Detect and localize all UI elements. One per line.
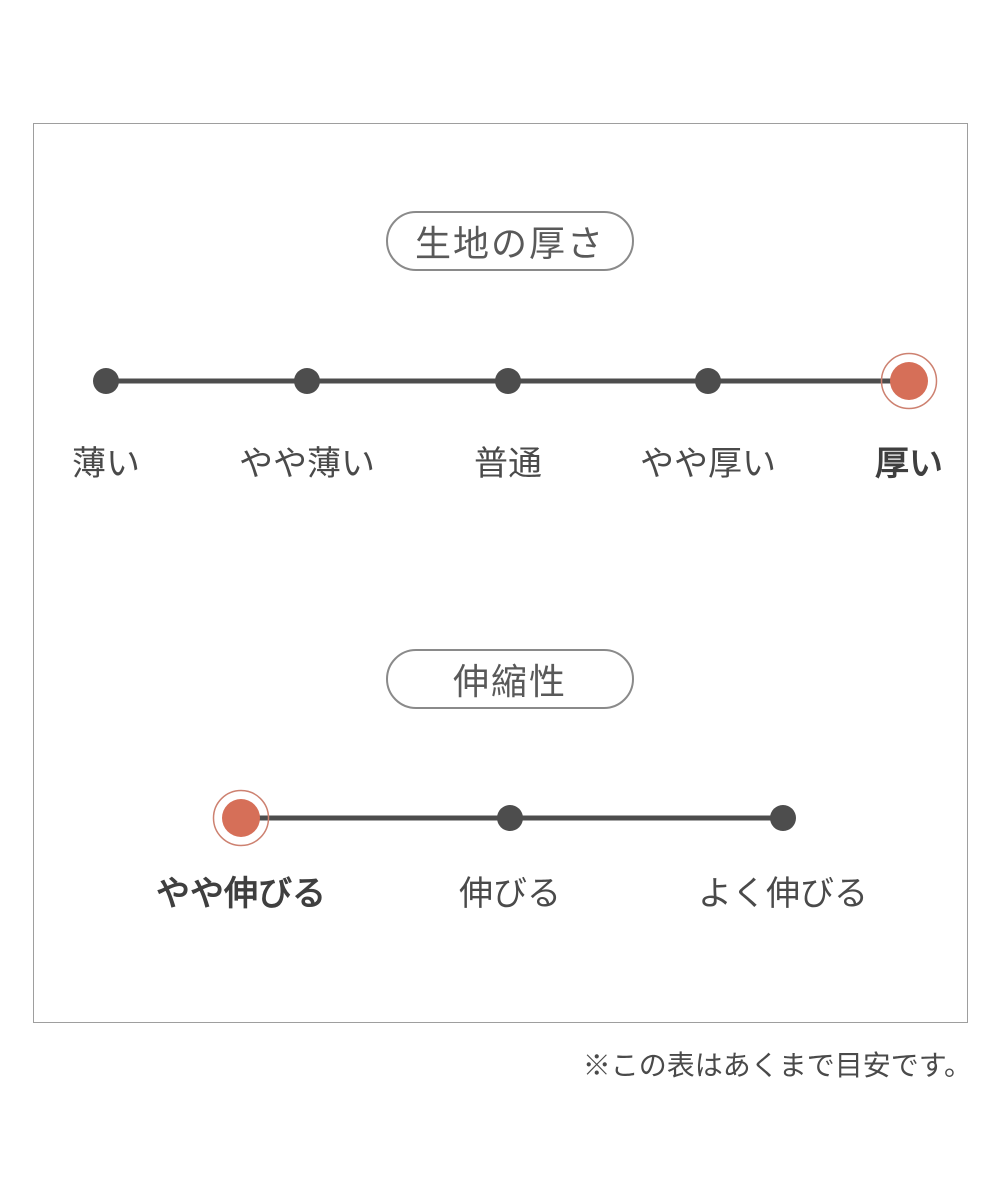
- stretch-scale: [212, 789, 796, 847]
- scale-dot: [770, 805, 796, 831]
- scale-label: やや厚い: [640, 445, 776, 483]
- spec-chart-box: 生地の厚さ 薄い やや薄い 普通 やや厚い 厚い 伸縮性 やや: [33, 123, 968, 1023]
- scale-dot: [93, 368, 119, 394]
- scale-label: 薄い: [72, 445, 140, 483]
- scale-label: 普通: [474, 445, 542, 483]
- selected-dot-ring: [212, 789, 270, 847]
- scale-dot: [294, 368, 320, 394]
- thickness-scale-labels: 薄い やや薄い 普通 やや厚い 厚い: [34, 444, 969, 484]
- scale-label-selected: やや伸びる: [156, 875, 326, 913]
- disclaimer-note: ※この表はあくまで目安です。: [582, 1050, 972, 1081]
- thickness-scale-title: 生地の厚さ: [386, 211, 634, 271]
- stretch-scale-labels: やや伸びる 伸びる よく伸びる: [34, 874, 969, 914]
- selected-dot: [222, 799, 260, 837]
- selected-dot: [890, 362, 928, 400]
- scale-label: やや薄い: [239, 445, 375, 483]
- scale-label: 伸びる: [459, 875, 561, 913]
- scale-label: よく伸びる: [698, 875, 868, 913]
- scale-dot: [497, 805, 523, 831]
- scale-dot: [695, 368, 721, 394]
- thickness-scale: [93, 352, 938, 410]
- scale-dot: [495, 368, 521, 394]
- stretch-scale-title: 伸縮性: [386, 649, 634, 709]
- selected-dot-ring: [880, 352, 938, 410]
- scale-label-selected: 厚い: [875, 445, 943, 483]
